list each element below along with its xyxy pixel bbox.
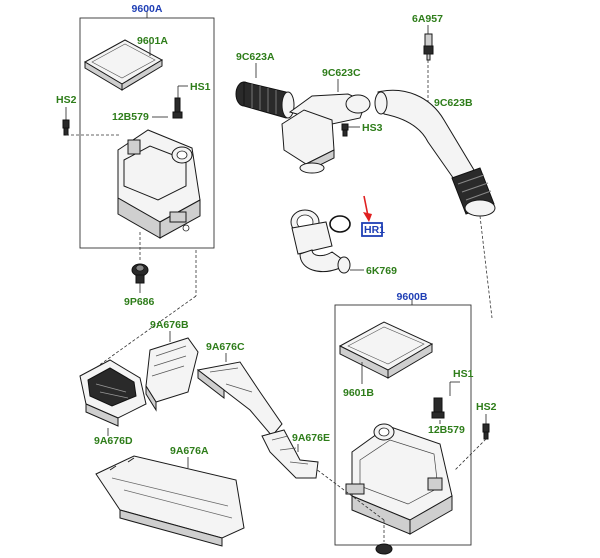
label-9p686[interactable]: 9P686	[124, 296, 155, 308]
air-intake-9a676c	[196, 361, 283, 437]
label-6a957[interactable]: 6A957	[412, 13, 443, 25]
label-9601a[interactable]: 9601A	[137, 35, 168, 47]
air-cleaner-housing-b	[345, 423, 453, 535]
label-hs1-b[interactable]: HS1	[453, 368, 474, 380]
hose-clamp-hs1-a	[172, 97, 183, 119]
air-intake-9a676d	[79, 359, 147, 427]
label-9c623c[interactable]: 9C623C	[322, 67, 361, 79]
label-hr1[interactable]: HR1	[364, 224, 385, 236]
air-cleaner-b-frame	[334, 304, 472, 546]
bolt-hs3	[341, 123, 349, 137]
sensor-6a957	[423, 33, 434, 61]
label-9601b[interactable]: 9601B	[343, 387, 374, 399]
label-9a676d[interactable]: 9A676D	[94, 435, 133, 447]
intake-bellows-9c623a	[235, 81, 295, 119]
label-12b579-a[interactable]: 12B579	[112, 111, 149, 123]
label-9a676c[interactable]: 9A676C	[206, 341, 245, 353]
label-hs2-a[interactable]: HS2	[56, 94, 77, 106]
air-intake-9a676b	[145, 337, 199, 412]
label-hs1-a[interactable]: HS1	[190, 81, 211, 93]
seal-ring-hr1	[329, 215, 351, 233]
hose-clamp-hs1-b	[431, 397, 445, 419]
label-9600b[interactable]: 9600B	[397, 291, 428, 303]
label-9a676e[interactable]: 9A676E	[292, 432, 330, 444]
maf-housing-6k769	[290, 209, 351, 274]
filter-element-a	[83, 39, 164, 91]
air-intake-9a676e	[261, 429, 319, 479]
indicator-arrow-head	[363, 212, 372, 222]
label-9a676a[interactable]: 9A676A	[170, 445, 209, 457]
grommet-9p686	[131, 263, 149, 284]
label-12b579-b[interactable]: 12B579	[428, 424, 465, 436]
label-9c623a[interactable]: 9C623A	[236, 51, 275, 63]
filter-element-b	[338, 321, 434, 379]
underbody-shield-9a676a	[95, 455, 245, 547]
label-hs3[interactable]: HS3	[362, 122, 383, 134]
indicator-arrow	[363, 195, 369, 217]
hr1-highlight	[361, 222, 383, 237]
air-cleaner-housing-a	[117, 129, 201, 239]
label-9c623b[interactable]: 9C623B	[434, 97, 473, 109]
label-9600a[interactable]: 9600A	[132, 3, 163, 15]
grommet-b	[375, 543, 393, 555]
bolt-hs2-b	[482, 423, 490, 440]
label-hs2-b[interactable]: HS2	[476, 401, 497, 413]
bolt-hs2-a	[62, 119, 70, 136]
air-duct-9c623b	[374, 89, 496, 217]
label-6k769[interactable]: 6K769	[366, 265, 397, 277]
resonator-9c623c	[281, 93, 371, 174]
label-9a676b[interactable]: 9A676B	[150, 319, 189, 331]
